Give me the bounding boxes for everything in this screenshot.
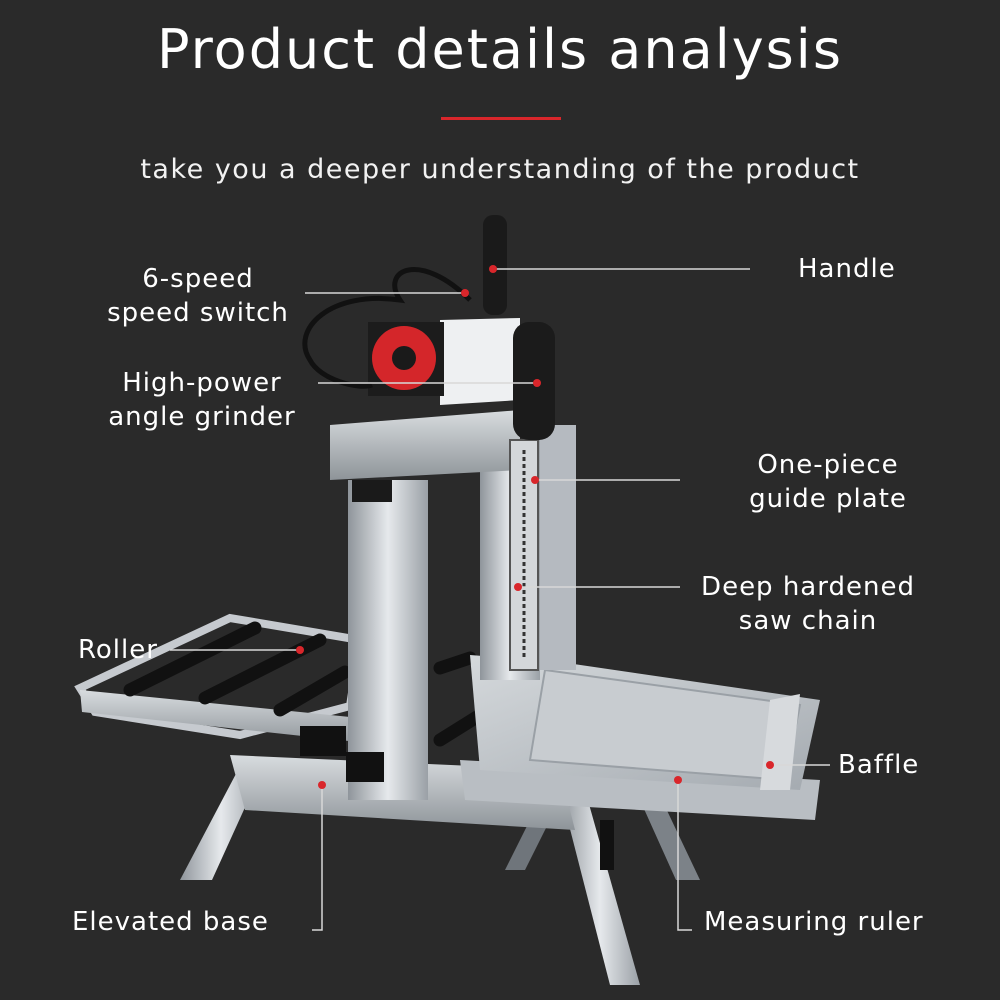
callout-handle: Handle xyxy=(798,254,896,284)
handle-grip xyxy=(483,215,507,315)
callout-guide-plate: One-piece guide plate xyxy=(738,448,918,516)
callout-leader-lines xyxy=(170,268,830,931)
callout-roller: Roller xyxy=(78,635,158,665)
page-subtitle: take you a deeper understanding of the p… xyxy=(140,154,860,185)
callout-saw-chain: Deep hardened saw chain xyxy=(690,570,926,638)
callout-grinder-line1: High-power xyxy=(122,368,282,398)
callout-grinder: High-power angle grinder xyxy=(100,366,304,434)
left-post xyxy=(348,480,428,800)
callout-baffle: Baffle xyxy=(838,750,920,780)
callout-speed-switch-line2: speed switch xyxy=(107,298,289,328)
callout-speed-switch-line1: 6-speed xyxy=(142,264,254,294)
page-title: Product details analysis xyxy=(157,18,843,81)
callout-grinder-line2: angle grinder xyxy=(108,402,296,432)
callout-saw-chain-line1: Deep hardened xyxy=(701,572,915,602)
title-divider xyxy=(441,117,561,120)
callout-elevated-base: Elevated base xyxy=(72,907,269,937)
callout-speed-switch: 6-speed speed switch xyxy=(98,262,298,330)
motor-label-box xyxy=(440,318,520,405)
callout-dots xyxy=(296,265,774,789)
callout-measuring-ruler: Measuring ruler xyxy=(704,907,924,937)
crossbeam xyxy=(330,410,520,480)
callout-guide-plate-line2: guide plate xyxy=(749,484,907,514)
callout-guide-plate-line1: One-piece xyxy=(757,450,899,480)
callout-saw-chain-line2: saw chain xyxy=(738,606,878,636)
